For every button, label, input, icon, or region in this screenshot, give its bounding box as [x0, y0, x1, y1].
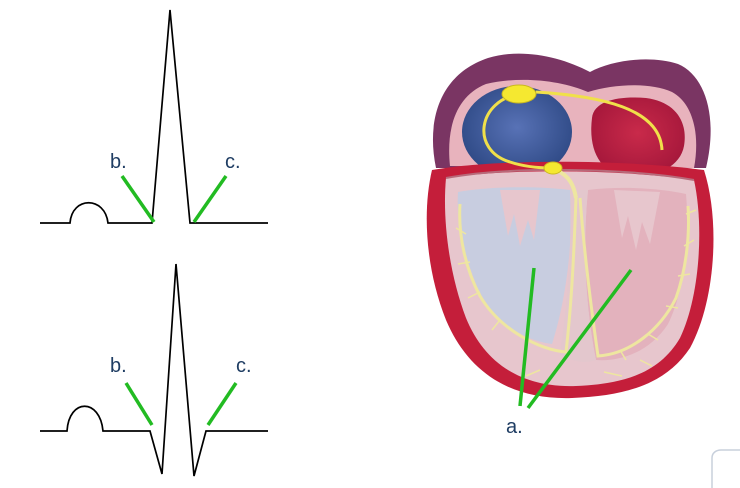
label-c-top: c.	[225, 151, 241, 173]
label-a: a.	[506, 416, 523, 438]
pointer-c-top	[192, 175, 228, 223]
ecg-waveform-bottom	[40, 263, 268, 477]
av-node	[543, 161, 563, 175]
label-b-bottom: b.	[110, 355, 127, 377]
pointer-a-right	[518, 267, 536, 407]
label-c-bottom: c.	[236, 355, 252, 377]
right-atrium	[462, 86, 572, 178]
left-ventricle-trabeculae	[614, 190, 660, 250]
purkinje-fibers	[455, 209, 697, 377]
pointer-c-bottom	[206, 382, 238, 426]
right-bundle-branch	[458, 197, 578, 354]
sa-node	[501, 84, 537, 104]
right-ventricle-trabeculae	[500, 190, 540, 246]
pointer-a-left	[526, 268, 633, 410]
bachmann-bundle	[535, 90, 664, 151]
slide-corner-marker	[711, 449, 740, 488]
atrioventricular-plane	[445, 168, 695, 181]
right-ventricle	[457, 187, 572, 344]
left-atrium	[591, 97, 685, 177]
heart-illustration: a.	[426, 53, 714, 438]
pointer-b-top	[120, 175, 156, 223]
internodal-tract	[482, 92, 553, 170]
label-b-top: b.	[110, 151, 127, 173]
ecg-trace-top: b. c.	[40, 9, 268, 224]
pointer-b-bottom	[124, 382, 154, 426]
ecg-trace-bottom: b. c.	[40, 263, 268, 477]
left-ventricle	[585, 187, 688, 361]
ecg-waveform-top	[40, 9, 268, 224]
left-bundle-branch	[578, 197, 690, 358]
